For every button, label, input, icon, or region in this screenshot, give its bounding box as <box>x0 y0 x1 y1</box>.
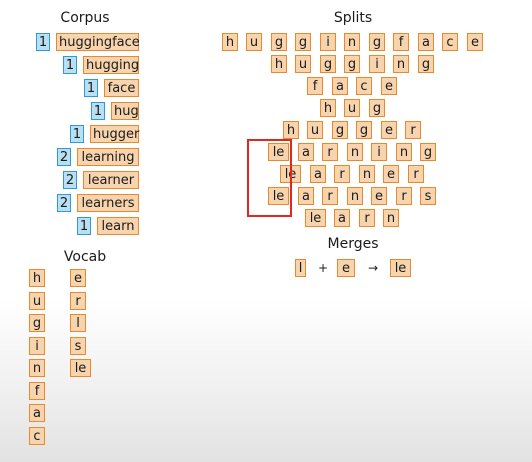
corpus-word: learners <box>77 194 139 212</box>
corpus-word: learning <box>77 148 139 166</box>
corpus-count: 2 <box>63 171 77 189</box>
vocab-token: s <box>70 337 86 355</box>
vocab-token: h <box>29 269 45 287</box>
split-token: g <box>418 55 434 73</box>
split-token: a <box>332 77 348 95</box>
split-token: i <box>371 143 387 161</box>
vocab-token: r <box>70 292 86 310</box>
split-token: g <box>332 121 348 139</box>
split-token: a <box>298 143 314 161</box>
merge-left-token: l <box>295 259 306 277</box>
split-token: a <box>298 187 314 205</box>
split-token: r <box>408 165 424 183</box>
split-token: c <box>442 33 458 51</box>
split-token: h <box>283 121 299 139</box>
split-token: r <box>405 121 421 139</box>
vocab-token: le <box>70 359 91 377</box>
split-token: u <box>246 33 262 51</box>
split-token: h <box>320 99 336 117</box>
vocab-token: f <box>29 382 45 400</box>
split-token: a <box>418 33 434 51</box>
corpus-word: face <box>104 79 139 97</box>
split-token: g <box>344 55 360 73</box>
split-token: i <box>320 33 336 51</box>
corpus-count: 1 <box>36 33 50 51</box>
split-token: g <box>420 143 436 161</box>
split-token: n <box>359 165 375 183</box>
split-token: le <box>268 187 289 205</box>
split-token: e <box>467 33 483 51</box>
split-token: i <box>369 55 385 73</box>
corpus-count: 2 <box>57 148 71 166</box>
corpus-count: 1 <box>70 125 84 143</box>
split-token: g <box>295 33 311 51</box>
split-token: n <box>347 143 363 161</box>
split-token: u <box>295 55 311 73</box>
split-token: n <box>347 187 363 205</box>
vocab-token: n <box>29 359 45 377</box>
corpus-count: 1 <box>77 217 91 235</box>
vocab-token: u <box>29 292 45 310</box>
vocab-title: Vocab <box>63 249 107 265</box>
merge-right-token: e <box>337 259 355 277</box>
split-token: g <box>271 33 287 51</box>
corpus-word: huggingface <box>56 33 140 51</box>
split-token: g <box>369 99 385 117</box>
split-token: c <box>356 77 372 95</box>
split-token: h <box>222 33 238 51</box>
split-token: g <box>356 121 372 139</box>
merge-plus: + <box>318 261 329 275</box>
split-token: e <box>383 165 399 183</box>
merges-title: Merges <box>327 236 379 252</box>
corpus-word: learner <box>83 171 139 189</box>
split-token: f <box>307 77 323 95</box>
corpus-count: 2 <box>57 194 71 212</box>
vocab-token: c <box>29 427 45 445</box>
corpus-word: hug <box>111 102 139 120</box>
split-token: r <box>322 143 338 161</box>
split-token: u <box>307 121 323 139</box>
split-token: r <box>396 187 412 205</box>
split-token: a <box>310 165 326 183</box>
split-token: a <box>334 209 350 227</box>
splits-title: Splits <box>333 10 373 26</box>
split-token: e <box>371 187 387 205</box>
split-token: r <box>359 209 375 227</box>
merge-result-token: le <box>390 259 411 277</box>
split-token: s <box>420 187 436 205</box>
split-token: n <box>344 33 360 51</box>
corpus-count: 1 <box>91 102 105 120</box>
vocab-token: e <box>70 269 86 287</box>
vocab-token: i <box>29 337 45 355</box>
corpus-word: learn <box>97 217 139 235</box>
split-token: n <box>396 143 412 161</box>
split-token: le <box>268 143 289 161</box>
corpus-count: 1 <box>84 79 98 97</box>
split-token: e <box>381 121 397 139</box>
corpus-word: hugging <box>83 56 139 74</box>
split-token: n <box>393 55 409 73</box>
corpus-title: Corpus <box>60 10 110 26</box>
split-token: r <box>322 187 338 205</box>
merge-arrow-icon: → <box>368 261 379 275</box>
split-token: g <box>369 33 385 51</box>
split-token: f <box>393 33 409 51</box>
split-token: le <box>305 209 326 227</box>
split-token: g <box>320 55 336 73</box>
vocab-token: g <box>29 314 45 332</box>
split-token: n <box>383 209 399 227</box>
split-token: h <box>271 55 287 73</box>
split-token: r <box>334 165 350 183</box>
vocab-token: a <box>29 404 45 422</box>
corpus-count: 1 <box>63 56 77 74</box>
merge-highlight-box <box>247 139 292 217</box>
vocab-token: l <box>70 314 86 332</box>
corpus-word: hugger <box>90 125 139 143</box>
split-token: u <box>344 99 360 117</box>
split-token: e <box>381 77 397 95</box>
